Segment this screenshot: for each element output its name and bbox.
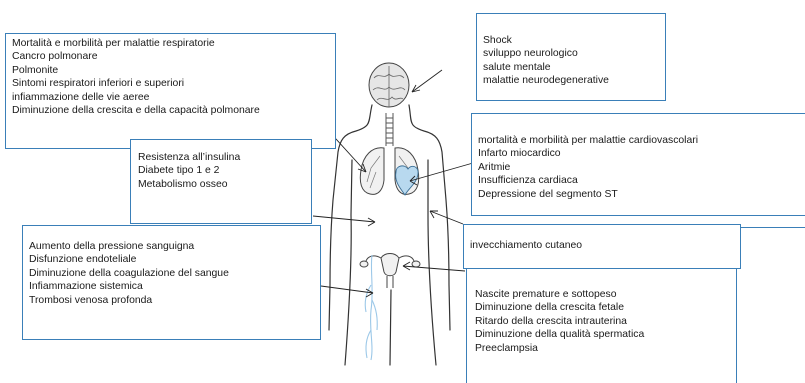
metabolic-line: Metabolismo osseo xyxy=(138,178,305,191)
reproductive-line: Diminuzione della qualità spermatica xyxy=(475,328,730,341)
respiratory-line: infiammazione delle vie aeree xyxy=(12,91,329,104)
respiratory-line: Mortalità e morbilità per malattie respi… xyxy=(12,37,329,50)
neurological-effects-box: Shock sviluppo neurologico salute mental… xyxy=(476,13,666,101)
leg-veins-icon xyxy=(365,255,377,360)
reproductive-line: Diminuzione della crescita fetale xyxy=(475,301,730,314)
vascular-line: Diminuzione della coagulazione del sangu… xyxy=(29,267,314,280)
respiratory-line: Sintomi respiratori inferiori e superior… xyxy=(12,77,329,90)
respiratory-line: Diminuzione della crescita e della capac… xyxy=(12,104,329,117)
cardio-line: Aritmie xyxy=(478,161,799,174)
brain-icon xyxy=(369,63,409,107)
respiratory-line: Polmonite xyxy=(12,64,329,77)
skin-box-connector-line xyxy=(741,227,805,228)
vascular-effects-box: Aumento della pressione sanguigna Disfun… xyxy=(22,225,321,340)
trachea-icon xyxy=(386,113,393,146)
cardio-line: Infarto miocardico xyxy=(478,147,799,160)
skin-effects-box: invecchiamento cutaneo xyxy=(463,224,741,269)
metabolic-line: Diabete tipo 1 e 2 xyxy=(138,164,305,177)
metabolic-effects-box: Resistenza all’insulina Diabete tipo 1 e… xyxy=(130,139,312,224)
neuro-line: sviluppo neurologico xyxy=(483,47,659,60)
vascular-line: Infiammazione sistemica xyxy=(29,280,314,293)
vascular-line: Trombosi venosa profonda xyxy=(29,294,314,307)
respiratory-line: Cancro polmonare xyxy=(12,50,329,63)
respiratory-effects-box: Mortalità e morbilità per malattie respi… xyxy=(5,33,336,149)
reproductive-effects-box: Nascite premature e sottopeso Diminuzion… xyxy=(466,268,737,383)
cardio-line: mortalità e morbilità per malattie cardi… xyxy=(478,134,799,147)
neuro-line: Shock xyxy=(483,34,659,47)
cardio-line: Depressione del segmento ST xyxy=(478,188,799,201)
uterus-icon xyxy=(360,254,420,289)
neuro-line: malattie neurodegenerative xyxy=(483,74,659,87)
cardiovascular-effects-box: mortalità e morbilità per malattie cardi… xyxy=(471,113,805,216)
vascular-line: Disfunzione endoteliale xyxy=(29,253,314,266)
reproductive-line: Preeclampsia xyxy=(475,342,730,355)
skin-line: invecchiamento cutaneo xyxy=(470,239,734,252)
body-outline xyxy=(329,105,450,365)
cardio-line: Insufficienza cardiaca xyxy=(478,174,799,187)
metabolic-line: Resistenza all’insulina xyxy=(138,151,305,164)
reproductive-line: Ritardo della crescita intrauterina xyxy=(475,315,730,328)
reproductive-line: Nascite premature e sottopeso xyxy=(475,288,730,301)
neuro-line: salute mentale xyxy=(483,61,659,74)
vascular-line: Aumento della pressione sanguigna xyxy=(29,240,314,253)
